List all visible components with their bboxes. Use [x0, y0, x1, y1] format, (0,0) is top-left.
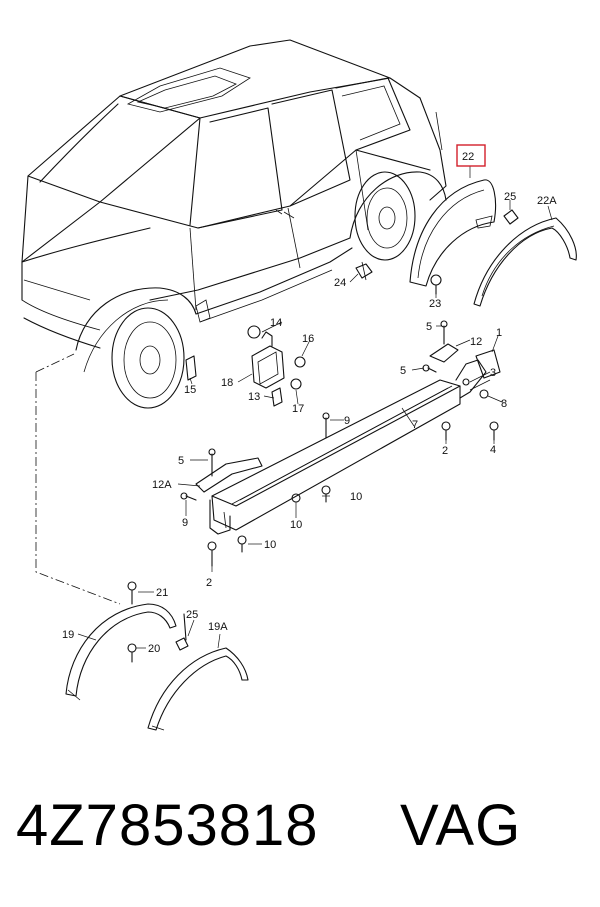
callout-10-c[interactable]: 10 — [264, 539, 276, 551]
wheel-arch-trim-front — [65, 603, 187, 701]
screw-23 — [430, 274, 442, 295]
callout-1[interactable]: 1 — [496, 327, 502, 339]
bracket-12a — [195, 457, 263, 493]
callout-18[interactable]: 18 — [221, 377, 233, 389]
fasteners — [180, 320, 499, 567]
callout-5-left[interactable]: 5 — [178, 455, 184, 467]
callout-17[interactable]: 17 — [292, 403, 304, 415]
highlight-box — [456, 144, 486, 167]
callout-23[interactable]: 23 — [429, 298, 441, 310]
wheel-arch-trim-rear — [409, 179, 497, 287]
callout-20[interactable]: 20 — [148, 643, 160, 655]
callout-4[interactable]: 4 — [490, 444, 496, 456]
footer: 4Z7853818 VAG — [0, 790, 600, 890]
wheel-arch-extension-rear — [473, 217, 577, 307]
callout-25[interactable]: 25 — [504, 191, 516, 203]
callout-labels: 22 25 22A 24 23 14 16 18 13 17 15 5 12 1… — [62, 151, 557, 655]
callout-15[interactable]: 15 — [184, 384, 196, 396]
callout-10-a[interactable]: 10 — [290, 519, 302, 531]
side-sill-trim — [209, 359, 487, 535]
clip-15 — [185, 355, 197, 381]
car-body-drawing — [21, 39, 447, 409]
brand-label: VAG — [400, 793, 522, 858]
bracket-1 — [469, 349, 501, 391]
callout-5-mid[interactable]: 5 — [400, 365, 406, 377]
callout-24[interactable]: 24 — [334, 277, 346, 289]
callout-16[interactable]: 16 — [302, 333, 314, 345]
leader-lines — [77, 166, 553, 649]
callout-22[interactable]: 22 — [462, 151, 474, 163]
assembly-leader-line — [35, 372, 121, 605]
callout-22a[interactable]: 22A — [537, 195, 557, 207]
callout-9-top[interactable]: 9 — [344, 415, 350, 427]
callout-5-top[interactable]: 5 — [426, 321, 432, 333]
callout-2-right[interactable]: 2 — [442, 445, 448, 457]
callout-8[interactable]: 8 — [501, 398, 507, 410]
screws-20-21 — [127, 581, 137, 663]
callout-13[interactable]: 13 — [248, 391, 260, 403]
callout-21[interactable]: 21 — [156, 587, 168, 599]
wheel-arch-extension-front — [147, 647, 249, 731]
callout-7[interactable]: 7 — [412, 419, 418, 431]
clip-25-front — [175, 637, 189, 651]
callout-10-b[interactable]: 10 — [350, 491, 362, 503]
part-number: 4Z7853818 — [16, 793, 319, 858]
callout-2-left[interactable]: 2 — [206, 577, 212, 589]
bracket-assembly — [247, 325, 306, 407]
callout-25-front[interactable]: 25 — [186, 609, 198, 621]
callout-9-left[interactable]: 9 — [182, 517, 188, 529]
clip-25 — [503, 209, 519, 225]
rivet-24 — [355, 261, 373, 281]
callout-3[interactable]: 3 — [490, 367, 496, 379]
callout-12a[interactable]: 12A — [152, 479, 172, 491]
callout-19a[interactable]: 19A — [208, 621, 228, 633]
parts-diagram: 22 25 22A 24 23 14 16 18 13 17 15 5 12 1… — [21, 39, 577, 731]
callout-14[interactable]: 14 — [270, 317, 282, 329]
assembly-leader-line-2 — [35, 353, 75, 373]
callout-12[interactable]: 12 — [470, 336, 482, 348]
callout-19[interactable]: 19 — [62, 629, 74, 641]
